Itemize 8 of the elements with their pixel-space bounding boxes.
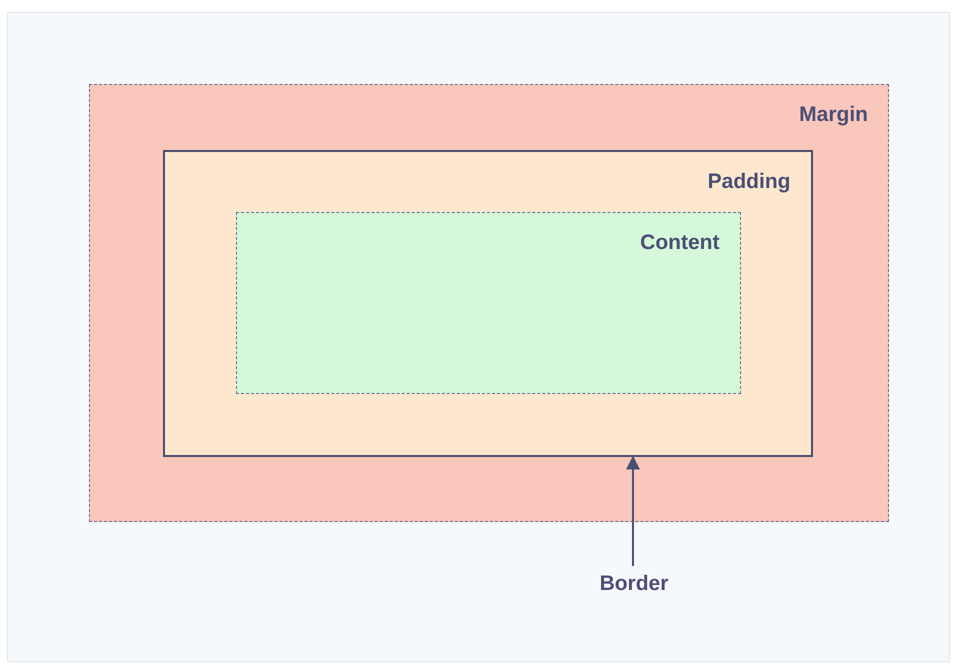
arrow	[626, 456, 640, 566]
padding-label: Padding	[708, 170, 790, 194]
content-label: Content	[640, 230, 720, 254]
margin-label: Margin	[799, 103, 868, 127]
margin-box	[89, 84, 889, 522]
content-box	[236, 212, 740, 394]
border-label: Border	[600, 572, 668, 596]
padding-box	[162, 150, 812, 456]
